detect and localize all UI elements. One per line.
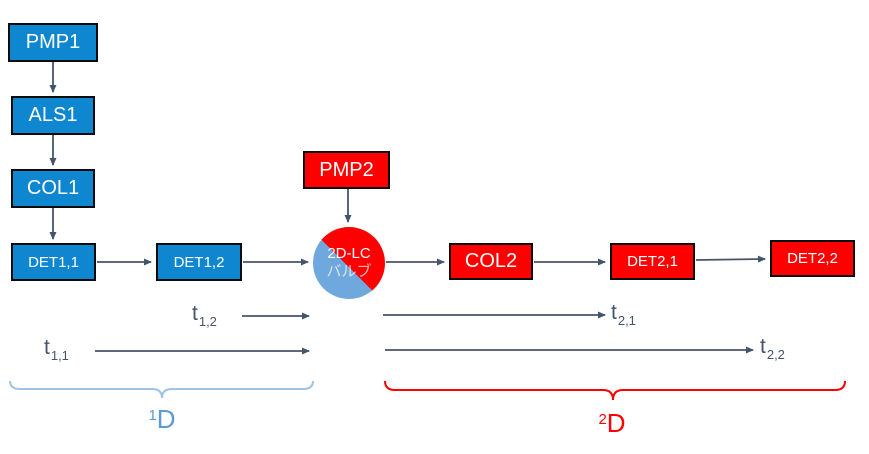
valve-label-line2: バルブ <box>326 263 372 280</box>
d1-letter: D <box>156 404 176 434</box>
time-label-t12: t1,2 <box>192 302 217 329</box>
time-label-t11: t1,1 <box>44 336 69 363</box>
t12-base: t <box>192 302 198 325</box>
t11-subscript: 1,1 <box>50 348 69 363</box>
time-label-t22: t2,2 <box>760 335 785 362</box>
als1-box: ALS1 <box>11 96 95 135</box>
2d-lc-valve-circle: 2D-LC バルブ <box>313 227 385 299</box>
dimension-2-label: 2D <box>586 408 638 439</box>
d2-letter: D <box>606 408 626 438</box>
t21-subscript: 2,1 <box>617 313 636 328</box>
d2-superscript: 2 <box>598 411 607 428</box>
col2-box: COL2 <box>449 243 533 280</box>
t21-base: t <box>611 301 617 324</box>
time-label-t21: t2,1 <box>611 301 636 328</box>
det1-1-box: DET1,1 <box>11 243 96 281</box>
t11-base: t <box>44 336 50 359</box>
dimension-1-label: 1D <box>136 404 188 435</box>
t22-base: t <box>760 335 766 358</box>
det1-2-box: DET1,2 <box>156 243 242 281</box>
t12-subscript: 1,2 <box>198 314 217 329</box>
det2-1-box: DET2,1 <box>610 243 695 280</box>
d1-superscript: 1 <box>148 407 157 424</box>
pmp2-box: PMP2 <box>303 151 390 189</box>
t22-subscript: 2,2 <box>766 347 785 362</box>
brace-dimension-2 <box>384 380 846 401</box>
col1-box: COL1 <box>11 169 95 208</box>
brace-dimension-1 <box>9 380 314 399</box>
det2-2-box: DET2,2 <box>770 240 855 277</box>
arrow-det21-det22 <box>695 255 766 263</box>
pmp1-box: PMP1 <box>8 23 98 62</box>
valve-label-line1: 2D-LC <box>327 245 371 262</box>
